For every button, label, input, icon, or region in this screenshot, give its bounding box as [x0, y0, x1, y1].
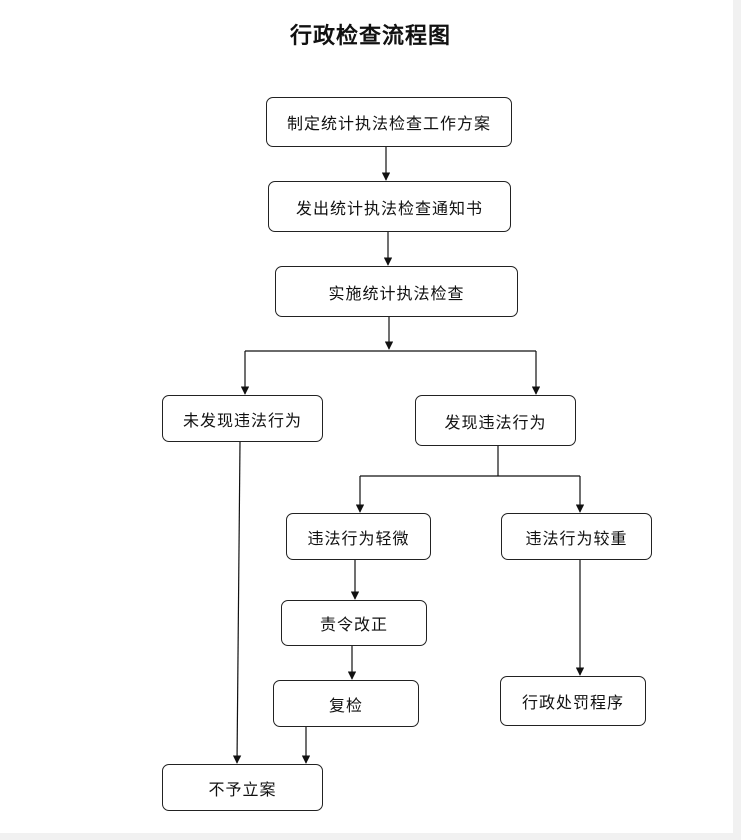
page-bottom-edge — [0, 833, 741, 840]
node-serious: 违法行为较重 — [501, 513, 652, 560]
node-plan: 制定统计执法检查工作方案 — [266, 97, 512, 147]
node-inspect: 实施统计执法检查 — [275, 266, 518, 317]
node-penalty: 行政处罚程序 — [500, 676, 646, 726]
diagram-title: 行政检查流程图 — [289, 23, 451, 49]
node-no-violation: 未发现违法行为 — [162, 395, 323, 442]
node-no-case: 不予立案 — [162, 764, 323, 811]
node-recheck: 复检 — [273, 680, 419, 727]
arrow-noviolation-to-nocase — [232, 441, 242, 764]
node-correct: 责令改正 — [281, 600, 427, 646]
node-minor: 违法行为轻微 — [286, 513, 431, 560]
page-edge — [733, 0, 741, 840]
node-violation: 发现违法行为 — [415, 395, 576, 446]
node-notice: 发出统计执法检查通知书 — [268, 181, 511, 232]
